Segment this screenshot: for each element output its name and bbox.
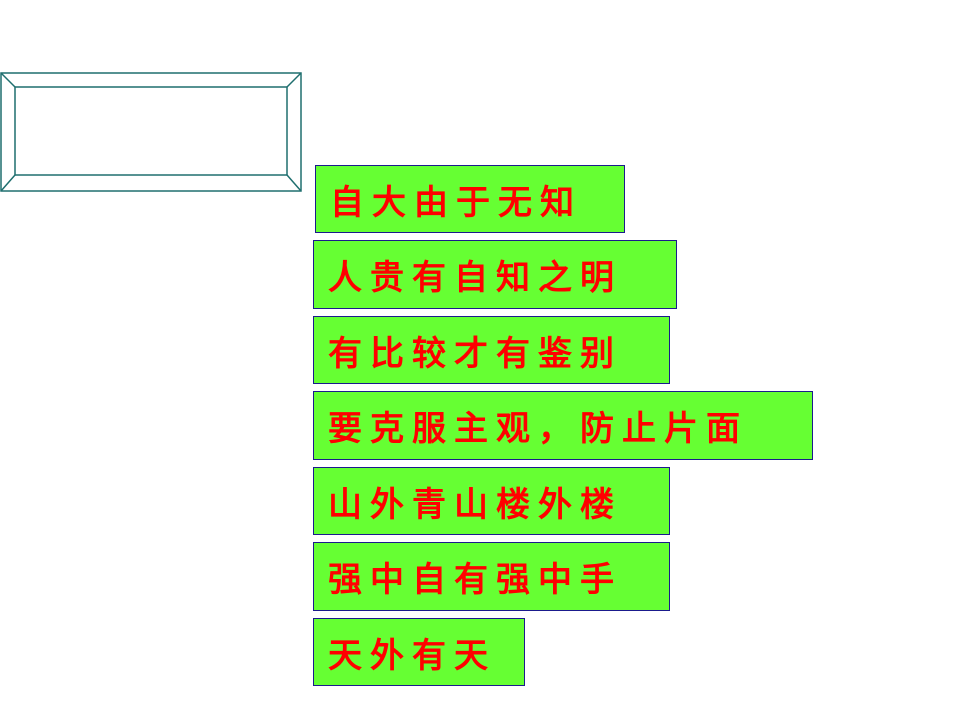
phrase-text: 要克服主观，防止片面: [328, 409, 748, 449]
phrase-box-1: 自大由于无知: [315, 165, 625, 233]
empty-title-frame: [0, 72, 302, 192]
phrase-box-4: 要克服主观，防止片面: [313, 391, 813, 460]
phrase-box-2: 人贵有自知之明: [313, 240, 677, 309]
phrase-text: 人贵有自知之明: [328, 258, 622, 298]
phrase-text: 有比较才有鉴别: [328, 333, 622, 374]
phrase-box-7: 天外有天: [313, 618, 525, 686]
phrase-text: 山外青山楼外楼: [328, 484, 622, 525]
phrase-text: 自大由于无知: [330, 182, 582, 223]
phrase-text: 强中自有强中手: [328, 560, 622, 600]
phrase-box-6: 强中自有强中手: [313, 542, 670, 611]
phrase-box-3: 有比较才有鉴别: [313, 316, 670, 384]
phrase-box-5: 山外青山楼外楼: [313, 467, 670, 535]
phrase-text: 天外有天: [328, 635, 496, 676]
